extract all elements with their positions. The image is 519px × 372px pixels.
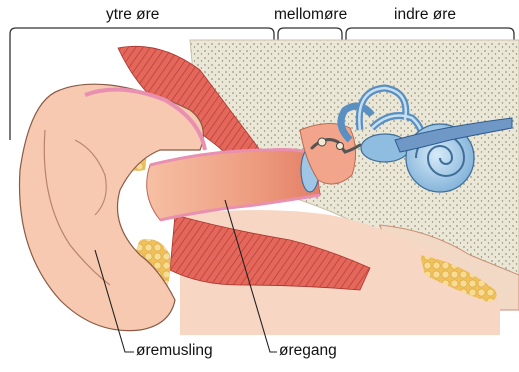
middle-ear-label: mellomøre (274, 7, 347, 23)
inner-ear-label: indre øre (394, 7, 456, 23)
outer-ear-label: ytre øre (106, 7, 159, 23)
ear-canal-label: øregang (279, 343, 337, 359)
incus (337, 143, 344, 150)
auricle-label: øremusling (136, 343, 213, 359)
malleus (318, 138, 326, 146)
